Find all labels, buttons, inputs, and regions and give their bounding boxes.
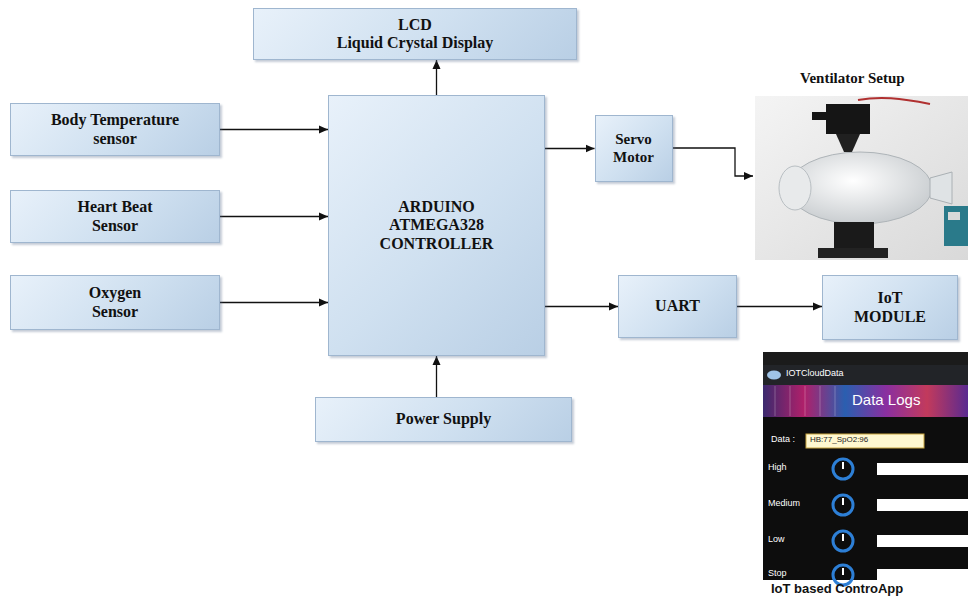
ventilator-photo <box>755 96 968 260</box>
box-label: Oxygen Sensor <box>73 284 158 321</box>
box-label: ARDUINO ATMEGA328 CONTROLLER <box>367 198 507 253</box>
servo-link-arrow <box>671 148 753 176</box>
box-label: Servo Motor <box>603 131 665 166</box>
button-label: Low <box>768 535 785 545</box>
box-label: Power Supply <box>396 410 491 428</box>
box-label: LCD <box>398 16 432 34</box>
sensor-box: Heart Beat Sensor <box>10 190 220 243</box>
flow-arrow <box>220 129 328 130</box>
interface-box: UART <box>618 275 737 338</box>
power-box: Power Supply <box>315 397 572 442</box>
flow-arrow <box>545 148 595 149</box>
sensor-box: Body Temperature sensor <box>10 103 220 156</box>
flow-arrow <box>436 356 437 397</box>
photo-caption: Ventilator Setup <box>800 70 905 87</box>
app-caption: IoT based ControApp <box>771 582 903 596</box>
box-label: IoT MODULE <box>843 289 938 326</box>
controller-box: ARDUINO ATMEGA328 CONTROLLER <box>328 95 545 356</box>
phone-screenshot <box>763 352 968 585</box>
box-label: UART <box>655 297 700 315</box>
flow-arrow <box>220 302 328 303</box>
sensor-box: Oxygen Sensor <box>10 275 220 330</box>
box-label: Body Temperature sensor <box>35 111 195 148</box>
flow-arrow <box>737 306 822 307</box>
flow-arrow <box>436 60 437 95</box>
actuator-box: Servo Motor <box>595 115 673 182</box>
button-label: High <box>768 463 787 473</box>
module-box: IoT MODULE <box>822 275 958 340</box>
app-banner-text: Data Logs <box>852 392 920 409</box>
flow-arrow <box>220 216 328 217</box>
display-box: LCDLiquid Crystal Display <box>253 8 577 60</box>
app-title: IOTCloudData <box>786 369 844 379</box>
button-label: Stop <box>768 569 787 579</box>
box-label: Heart Beat Sensor <box>60 198 170 235</box>
flow-arrow <box>545 306 618 307</box>
box-label: Liquid Crystal Display <box>337 34 493 52</box>
field-value: HB:77_SpO2:96 <box>810 436 868 445</box>
field-label: Data : <box>771 435 795 445</box>
button-label: Medium <box>768 499 800 509</box>
